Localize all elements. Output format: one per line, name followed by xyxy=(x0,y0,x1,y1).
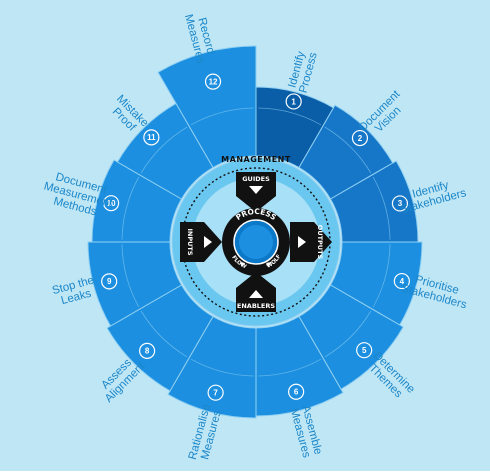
segment-number-badge xyxy=(351,129,369,147)
segment-number: 12 xyxy=(209,77,218,86)
segment-divider-arc xyxy=(140,126,188,174)
segment-divider-arc xyxy=(372,176,391,240)
segment-number: 8 xyxy=(145,347,150,356)
center-hub: MANAGEMENT GUIDES ENABLERS INPUTS OUTPUT… xyxy=(171,155,341,327)
segment-7 xyxy=(167,315,257,419)
segment-12 xyxy=(157,45,257,169)
segment-divider-arc xyxy=(190,358,254,377)
segment-number: 9 xyxy=(107,277,112,286)
flow-arrow-right-icon xyxy=(266,262,271,267)
process-label: PROCESS xyxy=(234,207,278,222)
segment-number-badge xyxy=(139,342,156,359)
segment-number-badge xyxy=(101,273,118,290)
segment-10 xyxy=(91,159,183,243)
guides-label: GUIDES xyxy=(242,175,270,183)
segment-9 xyxy=(87,241,183,327)
segment-divider-arc xyxy=(372,244,391,308)
enablers-arrow: ENABLERS xyxy=(236,272,276,312)
enablers-label: ENABLERS xyxy=(237,302,275,310)
segment-divider-arc xyxy=(258,358,322,377)
segment-number: 4 xyxy=(400,277,405,286)
segment-number-badge xyxy=(143,129,160,146)
segment-divider-arc xyxy=(324,310,372,358)
segment-number-badge xyxy=(356,342,373,359)
segment-number-badge xyxy=(391,195,409,212)
segment-number: 2 xyxy=(358,134,363,143)
segment-divider-arc xyxy=(324,126,372,174)
flow-arrow-left-icon xyxy=(240,262,245,267)
segment-number-badge xyxy=(204,73,222,90)
segment-number-badge xyxy=(285,93,302,110)
inputs-label: INPUTS xyxy=(186,228,194,255)
segment-number-badge xyxy=(393,272,410,290)
segment-divider-arc xyxy=(121,176,140,240)
outputs-arrow: OUTPUTS xyxy=(290,222,332,262)
segment-divider-arc xyxy=(121,244,140,308)
segment-divider-arc xyxy=(258,107,322,126)
management-label: MANAGEMENT xyxy=(221,155,291,164)
outputs-label: OUTPUTS xyxy=(316,225,324,260)
segment-4 xyxy=(329,241,423,326)
segment-divider-arc xyxy=(140,310,188,358)
segment-number: 5 xyxy=(362,346,367,355)
segment-number: 1 xyxy=(291,97,296,106)
segment-number: 3 xyxy=(398,199,403,208)
segment-number-badge xyxy=(103,195,120,212)
segment-number: 6 xyxy=(294,388,299,397)
inputs-arrow: INPUTS xyxy=(180,222,222,262)
segment-divider-arc xyxy=(190,107,254,126)
guides-arrow: GUIDES xyxy=(236,172,276,212)
segment-5 xyxy=(298,284,404,390)
segment-6 xyxy=(255,315,344,417)
process-core-inner xyxy=(239,225,273,259)
segment-number: 7 xyxy=(213,388,218,397)
segment-number: 11 xyxy=(147,133,156,142)
segment-8 xyxy=(106,284,214,392)
segment-number: 10 xyxy=(107,199,116,208)
segment-number-badge xyxy=(288,383,305,400)
segment-number-badge xyxy=(207,384,224,401)
